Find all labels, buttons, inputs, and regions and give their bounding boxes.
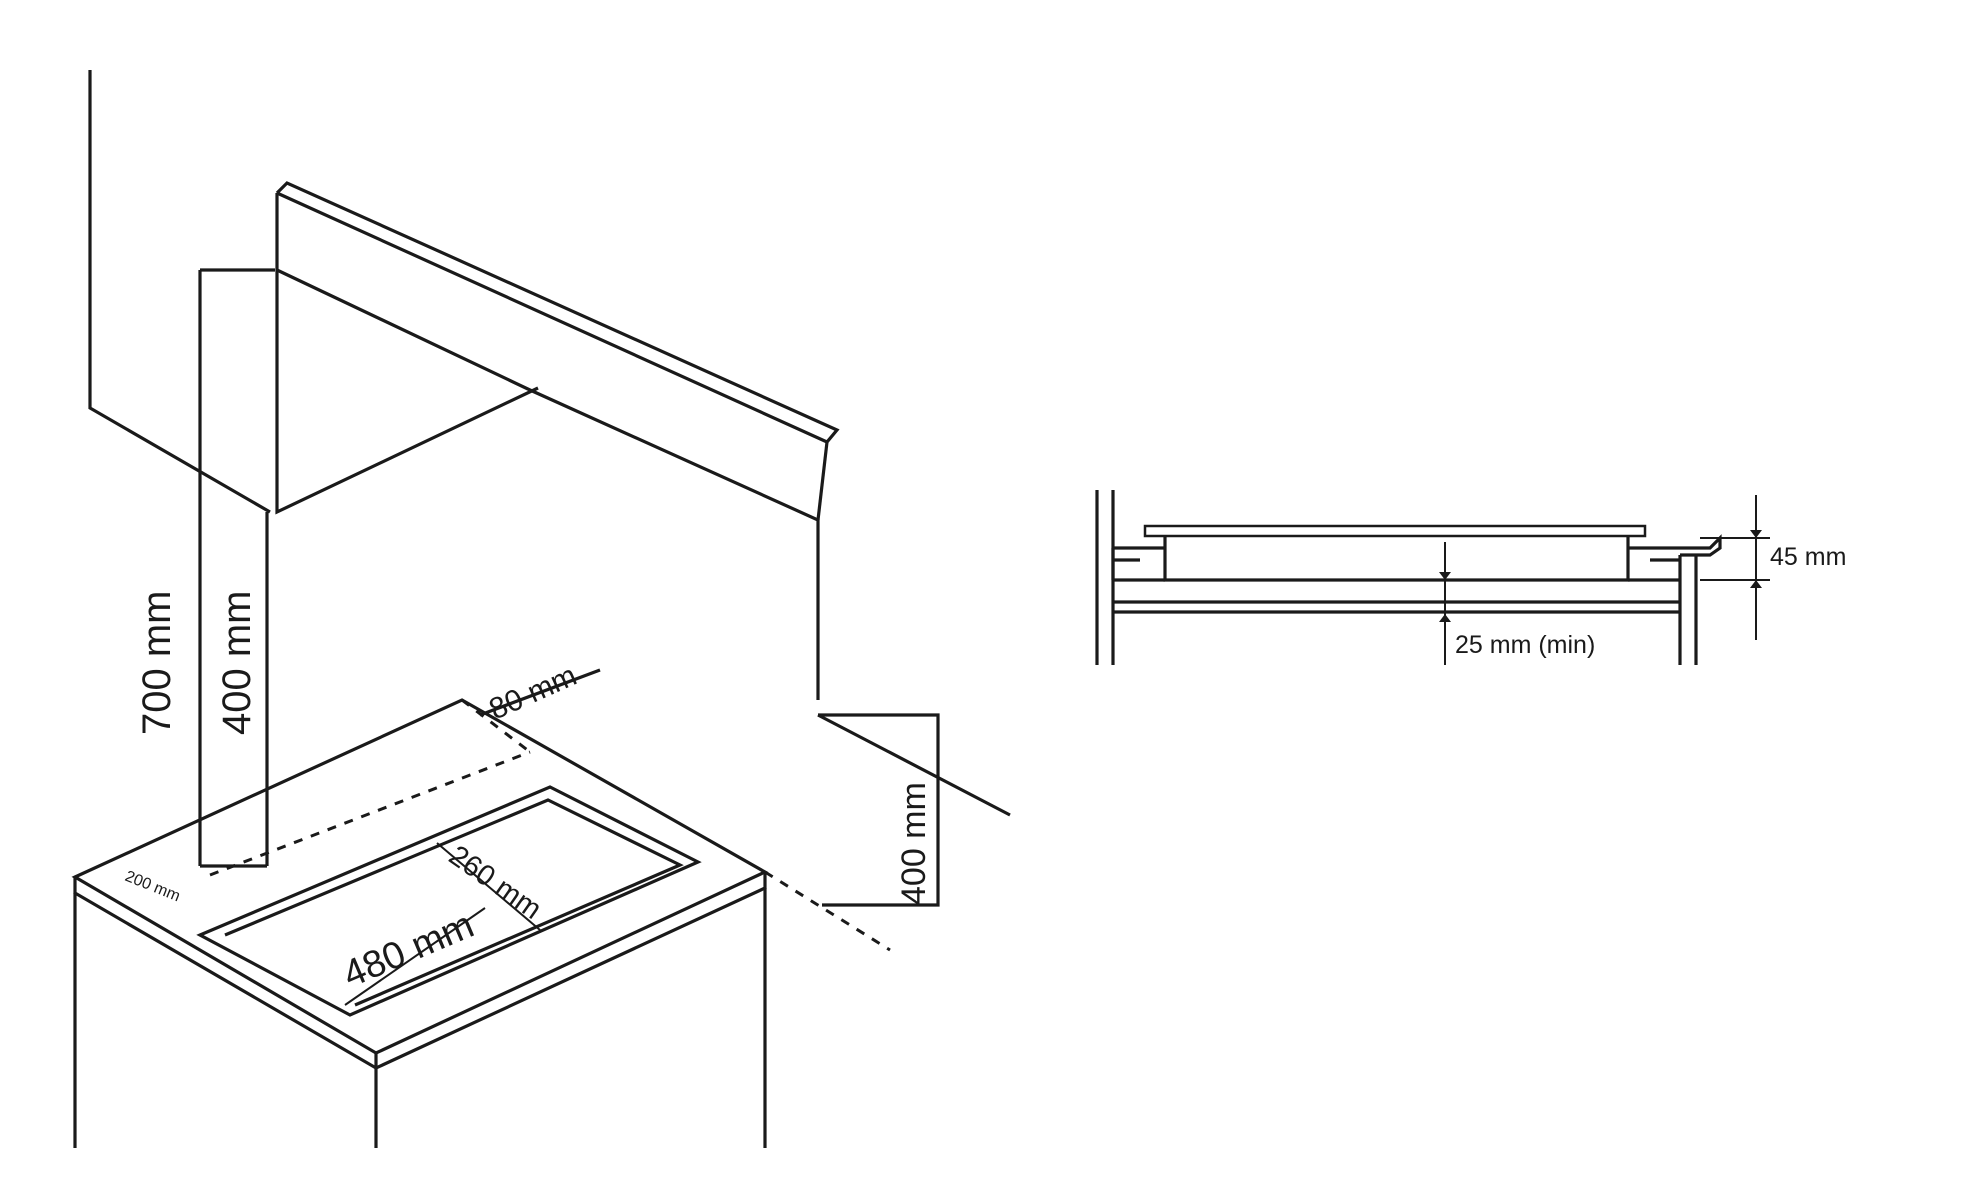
hood-side-edge (276, 268, 820, 700)
hood-top-edge (275, 181, 840, 444)
clearance-dash-back (461, 698, 531, 754)
section-view: 45 mm 25 mm (min) (1095, 490, 1846, 665)
label-25mm-min: 25 mm (min) (1455, 631, 1595, 659)
label-80mm: 80 mm (484, 659, 581, 726)
right-wall-offset-diagonal (817, 713, 1011, 817)
clearance-dash-80 (479, 668, 601, 717)
label-700mm: 700 mm (135, 591, 179, 736)
section-45mm-arrow-bottom (1750, 580, 1762, 588)
hood-front-face (275, 193, 539, 515)
wall-corner-line (88, 70, 271, 514)
section-counter-right (1628, 534, 1722, 582)
label-400mm-left: 400 mm (215, 591, 259, 736)
hood-bottom-edge (816, 441, 829, 521)
section-25mm-arrow-bottom (1439, 614, 1451, 622)
label-400mm-right: 400 mm (895, 782, 933, 905)
section-hob-body (1163, 536, 1630, 582)
hob-divider-480 (344, 907, 486, 1006)
section-25mm-arrow-top (1439, 572, 1451, 580)
hob-outline (196, 785, 702, 1017)
clearance-dash-side (764, 870, 891, 952)
clearance-dash-top (209, 750, 531, 877)
countertop-thickness (73, 872, 767, 1070)
section-glass-top (1143, 524, 1647, 538)
hob-divider-260 (436, 842, 541, 931)
hob-inner (224, 798, 684, 1007)
section-45mm-arrow-top (1750, 530, 1762, 538)
isometric-installation-view: 700 mm 400 mm 400 mm 80 mm 200 mm 260 mm… (71, 70, 1011, 1148)
right-wall-offset (818, 713, 940, 907)
label-200mm: 200 mm (123, 868, 183, 905)
section-counter-left (1111, 546, 1165, 582)
label-45mm: 45 mm (1770, 543, 1846, 571)
